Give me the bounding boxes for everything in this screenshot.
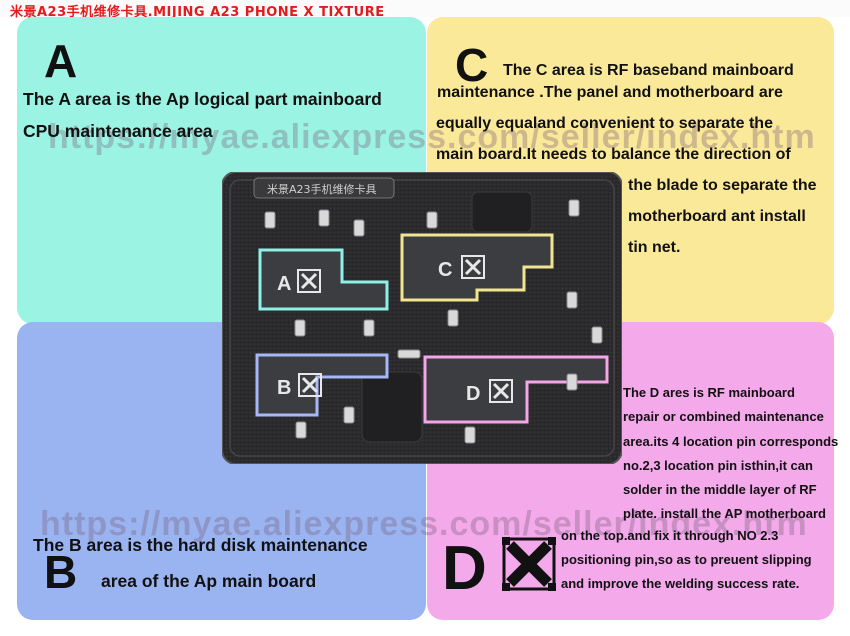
fixture-zone-a: A (277, 273, 291, 295)
area-c-letter: C (455, 39, 489, 91)
area-d-line-2: repair or combined maintenance (623, 409, 824, 424)
area-c-line-3: equally equaland convenient to separate … (436, 115, 773, 132)
area-c-line-7: tin net. (628, 239, 681, 256)
fixture-zone-c: C (438, 259, 452, 281)
area-d-line-5: solder in the middle layer of RF (623, 482, 817, 497)
area-d-logo: D (442, 534, 556, 593)
area-c-line-4: main board.It needs to balance the direc… (436, 146, 791, 163)
area-d-letter: D (442, 534, 487, 593)
area-c-line-5: the blade to separate the (628, 177, 817, 194)
area-c-line-2: maintenance .The panel and motherboard a… (437, 84, 783, 101)
area-c-line-1: The C area is RF baseband mainboard (503, 62, 794, 79)
watermark-top: https://myae.aliexpress.com/seller/index… (48, 118, 816, 156)
header-title: 米景A23手机维修卡具.MIJING A23 PHONE X TIXTURE (10, 5, 385, 20)
area-b-line-1: The B area is the hard disk maintenance (33, 535, 368, 555)
area-a-letter: A (44, 35, 78, 87)
fixture-zone-b: B (277, 377, 291, 399)
area-b-line-2: area of the Ap main board (101, 571, 317, 591)
area-d-line-4: no.2,3 location pin isthin,it can (623, 458, 813, 473)
area-d-line-6: plate. install the AP motherboard (623, 506, 826, 521)
area-d-line-1: The D ares is RF mainboard (623, 385, 795, 400)
area-d-line-8: positioning pin,so as to preuent slippin… (561, 552, 812, 567)
area-d-line-3: area.its 4 location pin corresponds (623, 434, 839, 449)
fixture-plate-label: 米景A23手机维修卡具 (267, 182, 377, 196)
fixture-image: 米景A23手机维修卡具 A C B D (222, 172, 622, 464)
area-d-line-9: and improve the welding success rate. (561, 576, 800, 591)
watermark-bottom: https://myae.aliexpress.com/seller/index… (40, 505, 808, 543)
header-bar: 米景A23手机维修卡具.MIJING A23 PHONE X TIXTURE (0, 0, 850, 20)
cross-box-icon (502, 537, 556, 591)
area-a-line-2: CPU maintenance area (23, 121, 213, 141)
area-d-line-7: on the top.and fix it through NO 2.3 (561, 528, 779, 543)
area-b-letter: B (44, 546, 78, 598)
fixture-zone-d: D (466, 383, 480, 405)
area-a-line-1: The A area is the Ap logical part mainbo… (23, 89, 382, 109)
area-c-line-6: motherboard ant install (628, 208, 806, 225)
